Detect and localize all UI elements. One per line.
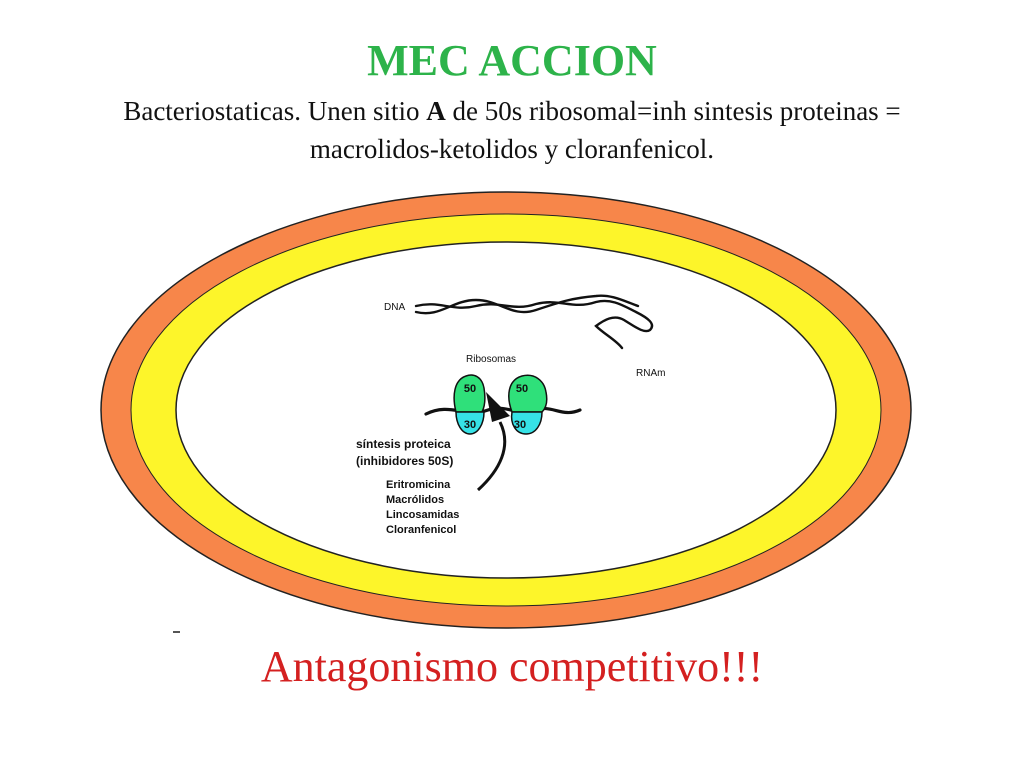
ribosome-left: 50 30 xyxy=(453,374,486,435)
drug-item: Macrólidos xyxy=(386,494,444,506)
ribosome-right-large-label: 50 xyxy=(516,383,528,395)
slide-subtitle: Bacteriostaticas. Unen sitio A de 50s ri… xyxy=(60,92,964,168)
ribosome-left-large-subunit xyxy=(453,374,486,413)
subtitle-bold-site: A xyxy=(426,96,446,126)
ribosome-left-small-subunit xyxy=(455,411,485,435)
rna-label: RNAm xyxy=(636,368,665,379)
inhibitor-arrow-shaft xyxy=(476,421,507,492)
ribosome-left-large-label: 50 xyxy=(464,383,476,395)
drug-item: Eritromicina xyxy=(386,479,451,491)
footer-statement: Antagonismo competitivo!!! xyxy=(260,642,764,691)
ribosome-left-small-label: 30 xyxy=(464,419,476,431)
ribosome-right: 50 30 xyxy=(508,374,548,435)
dna-strand xyxy=(414,294,654,350)
slide-title: MEC ACCION xyxy=(367,36,657,85)
inhibitor-arrow-head xyxy=(486,392,510,422)
subtitle-text-1: Bacteriostaticas. Unen sitio xyxy=(123,96,427,126)
drug-item: Lincosamidas xyxy=(386,509,459,521)
dna-label: DNA xyxy=(384,302,405,313)
inhibitor-title-line-2: (inhibidores 50S) xyxy=(356,454,453,468)
drug-item: Cloranfenicol xyxy=(386,524,456,536)
ribosome-right-small-subunit xyxy=(510,411,543,435)
ribosome-right-large-subunit xyxy=(508,374,548,413)
inhibitor-title-line-1: síntesis proteica xyxy=(356,437,451,451)
subtitle-text-2: de 50s ribosomal=inh sintesis proteinas … xyxy=(309,96,901,164)
ribosomes-label: Ribosomas xyxy=(466,354,516,365)
ribosome-right-small-label: 30 xyxy=(514,419,526,431)
